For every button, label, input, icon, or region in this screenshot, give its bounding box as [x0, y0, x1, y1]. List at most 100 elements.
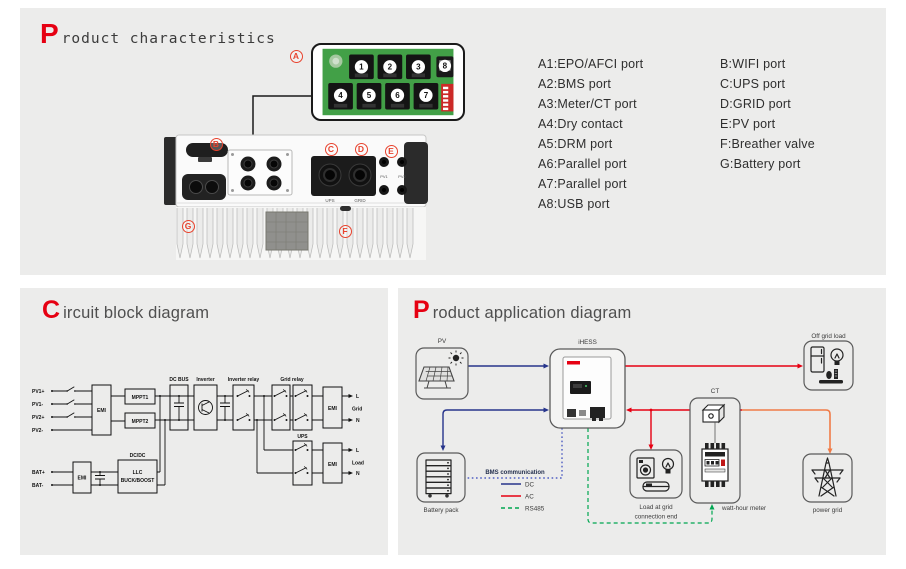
ups-relay-block [292, 440, 313, 486]
arrow [648, 444, 654, 450]
legend-item: A8:USB port [538, 197, 610, 211]
batp-label: BAT+ [32, 470, 45, 476]
rj45-port-1: 1 [349, 54, 374, 80]
legend-item: E:PV port [720, 117, 776, 131]
legend-item: B:WIFI port [720, 57, 786, 71]
pv1p-label: PV1+ [32, 389, 44, 395]
grid-load-label-2: connection end [635, 514, 678, 521]
pv2-label: PV2 [398, 174, 406, 179]
inverter-relay-label: Inverter relay [228, 377, 260, 383]
battery-connector [182, 174, 226, 200]
marker-b: B [209, 137, 223, 151]
arrow [543, 363, 549, 369]
arrow [440, 445, 446, 451]
legend-item: A6:Parallel port [538, 157, 627, 171]
batn-label: BAT- [32, 483, 44, 489]
watt-hour-meter-icon [701, 443, 729, 487]
product-application-diagram-panel: P roduct application diagram [398, 288, 886, 555]
inverter-bottom-view: UPS GRID PV1 PV2 [164, 134, 428, 260]
section-title-circuit: C ircuit block diagram [42, 298, 209, 323]
pv1n-label: PV1- [32, 402, 43, 408]
grid-relay-block-1 [271, 384, 291, 431]
pv1-label: PV1 [380, 174, 388, 179]
load-l-label: L [356, 448, 359, 454]
mppt2-label: MPPT2 [132, 419, 149, 425]
port-legend-col2: B:WIFI port C:UPS port D:GRID port E:PV … [720, 57, 880, 217]
grid-load-label-1: Load at grid [639, 504, 673, 511]
grid-port-label: GRID [354, 198, 366, 203]
arrow [348, 394, 353, 398]
svg-text:2: 2 [388, 63, 393, 72]
mppt2-block [124, 412, 156, 429]
arrow [626, 407, 632, 413]
washing-machine-icon [636, 457, 655, 479]
small-appliance-icon [819, 369, 843, 384]
emi-load-label: EMI [328, 462, 338, 468]
legend-item: F:Breather valve [720, 137, 815, 151]
emi-bat-label: EMI [78, 476, 88, 482]
marker-a: A [289, 49, 303, 63]
arrow [709, 504, 715, 510]
application-diagram: BMS communication PV iHESS [415, 333, 854, 524]
buck-boost-label: BUCK/BOOST [121, 478, 155, 484]
section-title-application: P roduct application diagram [413, 298, 631, 323]
legend-item: A4:Dry contact [538, 117, 623, 131]
grid-relay-block-2 [292, 384, 313, 431]
arrow [348, 471, 353, 475]
marker-g: G [181, 219, 195, 233]
legend-item: G:Battery port [720, 157, 801, 171]
mounting-hole-center [332, 57, 340, 65]
circuit-diagram: PV1+ PV1- PV2+ PV2- EMI MPPT1 MPPT2 DC [32, 377, 364, 494]
pv-inputs: PV1+ PV1- PV2+ PV2- [32, 386, 92, 434]
rs485-line [587, 428, 715, 524]
right-bracket [404, 142, 428, 204]
grid-relay-label: Grid relay [280, 377, 304, 383]
load-label: Load [352, 461, 364, 467]
ct-meter-node: CT [689, 388, 766, 512]
ct-label: CT [711, 388, 720, 395]
pv-connectors: PV1 PV2 [379, 157, 407, 195]
port-legend: A1:EPO/AFCI port A2:BMS port A3:Meter/CT… [538, 57, 880, 217]
title-initial: C [42, 296, 61, 324]
legend-ac-label: AC [525, 494, 534, 501]
bms-communication-label: BMS communication [485, 470, 545, 476]
watt-hour-meter-label: watt-hour meter [721, 505, 766, 512]
inverter-label: Inverter [196, 377, 214, 383]
llc-label: LLC [133, 470, 143, 476]
rj45-port-4: 4 [328, 82, 353, 110]
dip-switch [441, 83, 454, 112]
grid-l-label: L [356, 394, 359, 400]
title-text: roduct characteristics [61, 31, 276, 47]
emi-grid-block [322, 386, 343, 429]
battery-stack-icon [425, 459, 452, 498]
svg-text:8: 8 [443, 62, 448, 71]
fridge-icon [810, 346, 825, 373]
svg-text:5: 5 [367, 91, 372, 100]
dcdc-label: DC/DC [130, 453, 146, 459]
arrow [543, 407, 549, 413]
svg-text:1: 1 [359, 63, 364, 72]
inverter-icon [562, 356, 612, 421]
emi-grid-label: EMI [328, 406, 338, 412]
transmission-tower-icon [811, 457, 844, 497]
ups-label: UPS [297, 434, 308, 440]
bulb-icon [830, 348, 844, 365]
title-initial: P [40, 18, 59, 49]
ihess-label: iHESS [578, 339, 597, 346]
grid-n-label: N [356, 418, 360, 424]
comm-ports-pcb: 1 2 3 8 4 [322, 48, 454, 116]
brand-logo [567, 361, 580, 365]
ct-clamp-icon [701, 403, 726, 424]
svg-text:7: 7 [424, 91, 429, 100]
power-grid-node: power grid [802, 453, 853, 514]
rj45-port-2: 2 [377, 54, 403, 80]
title-text: ircuit block diagram [63, 304, 210, 322]
marker-f: F [338, 224, 352, 238]
inverter-block [193, 384, 218, 431]
emi-pv-block [91, 384, 112, 436]
legend-item: A5:DRM port [538, 137, 613, 151]
appliance-icon [642, 481, 670, 492]
off-grid-load-label: Off grid load [811, 333, 846, 340]
dc-lines [440, 363, 549, 451]
circuit-block-diagram-panel: C ircuit block diagram PV1+ [20, 288, 388, 555]
